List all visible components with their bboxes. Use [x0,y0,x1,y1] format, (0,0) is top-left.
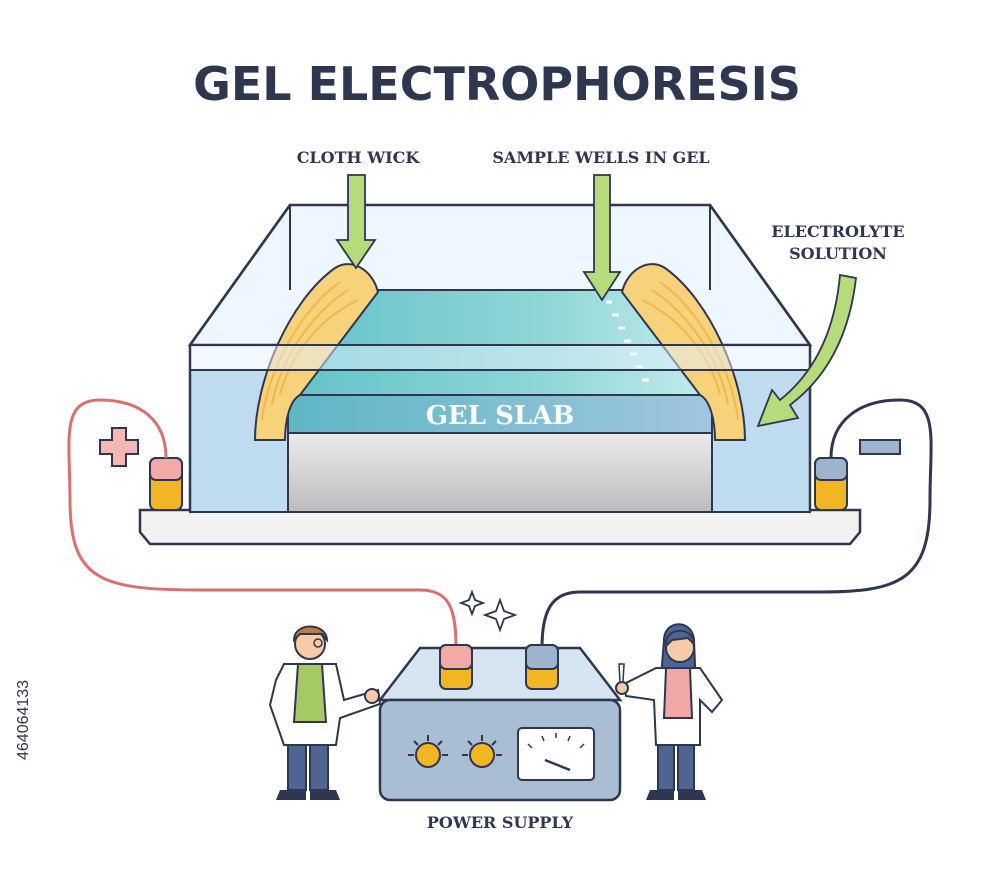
electrolyte-label-line1: ELECTROLYTE [771,222,904,241]
sample-wells-label: SAMPLE WELLS IN GEL [492,148,709,167]
negative-wire [540,398,933,649]
power-supply-top [377,646,623,702]
gel-platform [287,431,713,513]
sample-wells-arrow [582,174,622,302]
cloth-wick-arrow [335,174,377,270]
positive-wire [67,398,458,649]
page-title: GEL ELECTROPHORESIS [193,57,801,111]
gel-slab-label: GEL SLAB [426,401,575,431]
positive-terminal [439,644,473,690]
knob-left-icon [408,735,448,768]
male-scientist [268,625,382,800]
stock-id-label: 464064133 [15,680,32,760]
power-supply-label: POWER SUPPLY [427,813,574,832]
power-supply [377,644,623,802]
female-scientist [615,623,724,800]
plus-sign-icon [99,427,139,467]
pipette-icon [618,663,625,683]
electrophoresis-tank: GEL SLAB [138,203,862,546]
negative-electrode-tank [814,457,848,511]
knob-right-icon [462,735,502,768]
electrolyte-label-line2: SOLUTION [789,244,887,263]
negative-terminal [525,644,559,690]
positive-electrode-tank [149,457,183,511]
analog-gauge-icon [517,727,595,781]
minus-sign-icon [859,439,901,455]
gel-slab [287,394,713,434]
base-tray [138,508,862,546]
cloth-wick-label: CLOTH WICK [297,148,421,167]
sparkle-icon [458,589,518,633]
electrolyte-arrow [756,273,857,428]
glass-cover-front [189,344,811,371]
